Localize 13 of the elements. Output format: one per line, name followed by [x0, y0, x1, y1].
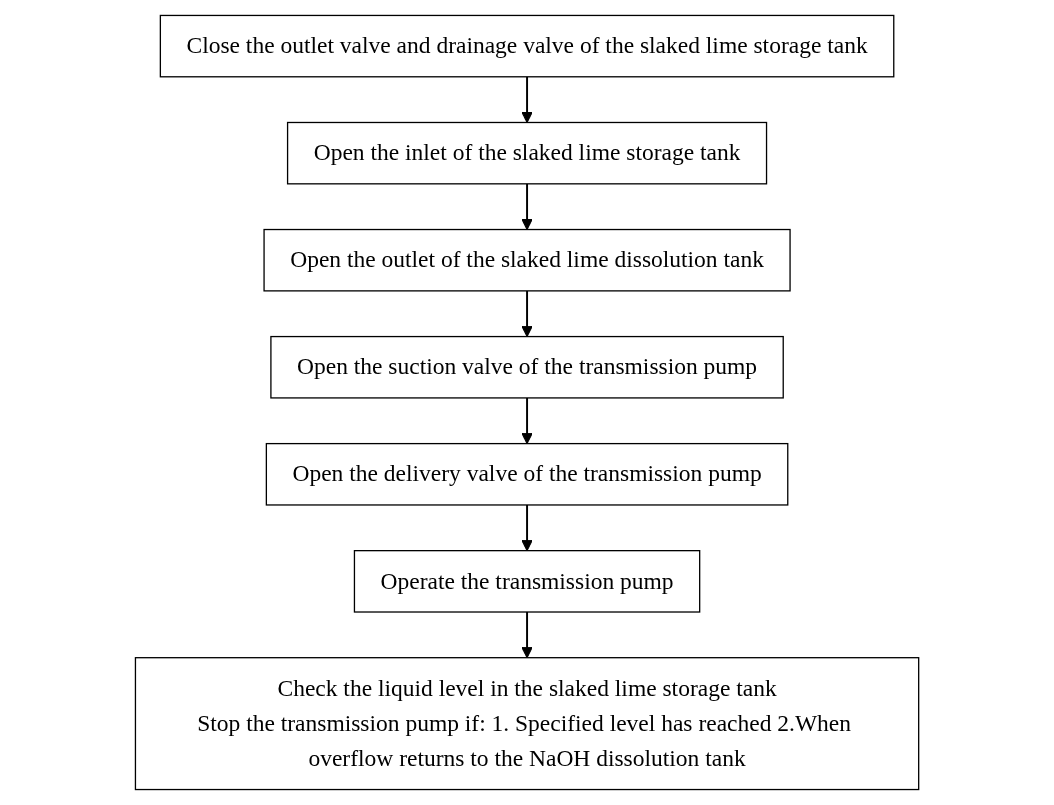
node-box: Close the outlet valve and drainage valve of the slaked lime storage tank	[159, 14, 895, 78]
arrow	[521, 182, 533, 231]
arrow	[521, 611, 533, 659]
node-box: Operate the transmission pump	[353, 550, 701, 613]
node-box: Open the outlet of the slaked lime dissolution tank	[263, 228, 791, 292]
node-box: Open the inlet of the slaked lime storage tank	[286, 121, 768, 185]
arrow	[521, 396, 533, 445]
node-box: Open the delivery valve of the transmission pump	[265, 442, 789, 506]
node-box: Open the suction valve of the transmission pump	[270, 335, 784, 399]
arrow	[521, 504, 533, 552]
arrow	[521, 289, 533, 338]
node-box: Check the liquid level in the slaked lime storage tank Stop the transmission pump if: 1. Specified level has reached 2.When overflow returns to the NaOH dissolution tank	[134, 657, 920, 791]
arrow	[521, 75, 533, 123]
